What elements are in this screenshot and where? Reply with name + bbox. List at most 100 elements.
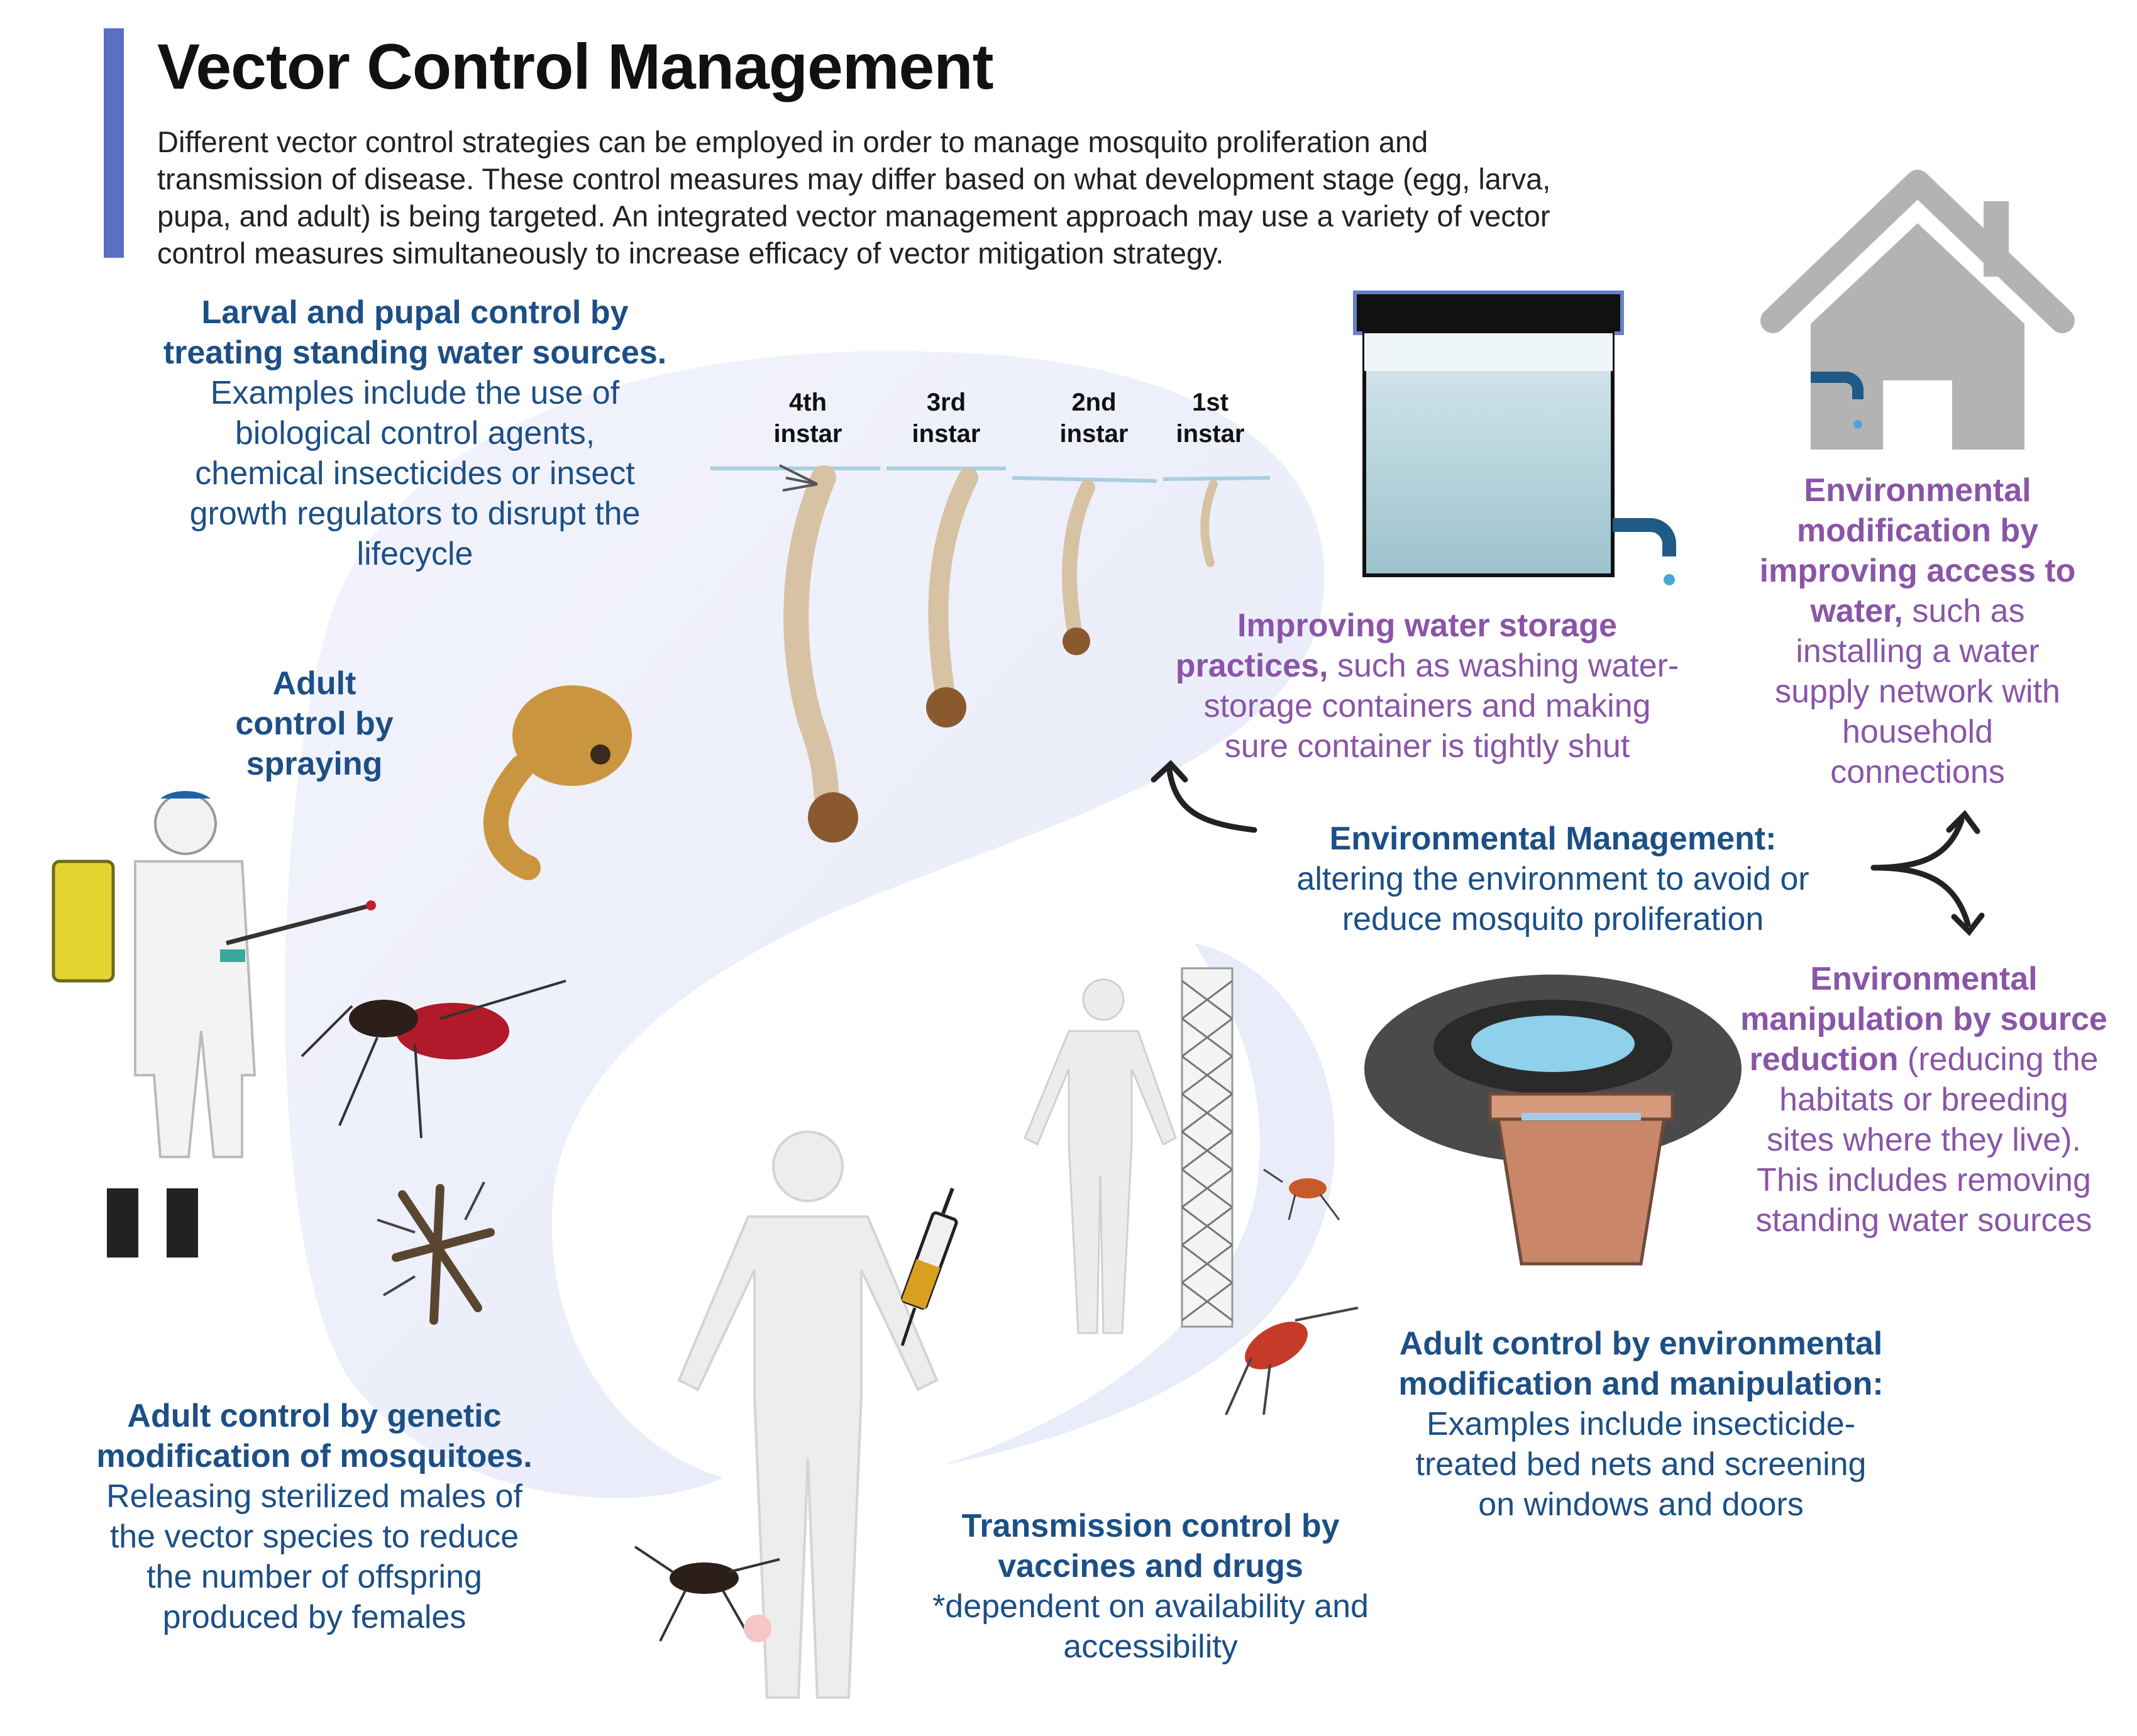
water-access-body-line: installing a water [1796,633,2040,670]
adult-env-body-line: treated bed nets and screening [1415,1446,1867,1483]
mosquito-small [1263,1168,1340,1220]
intro-line: transmission of disease. These control m… [157,162,1551,196]
larva-3rd-instar [886,467,1006,727]
water-storage-container [1353,290,1676,585]
lifecycle-swirl-tail [943,943,1335,1465]
instar-number: 2nd [1071,389,1117,416]
larval-control-block: Larval and pupal control by treating sta… [145,292,685,574]
instar-label-2nd: 2nd instar [1053,387,1135,450]
mosquito-blood-fed [301,980,566,1139]
instar-word: instar [912,420,981,448]
accent-bar [104,28,124,258]
larval-body-line: chemical insecticides or insect [195,455,635,492]
genetic-control-block: Adult control by genetic modification of… [50,1396,578,1637]
instar-word: instar [773,420,842,448]
adult-env-body-line: Examples include insecticide- [1426,1406,1856,1442]
house [1760,170,2075,450]
env-management-body-line: altering the environment to avoid or [1296,861,1809,897]
transmission-body-line: accessibility [1063,1628,1238,1665]
intro-line: Different vector control strategies can … [157,125,1428,158]
env-management-heading: Environmental Management: [1329,821,1777,857]
adult-env-heading-line: modification and manipulation: [1398,1366,1884,1402]
larval-body-line: biological control agents, [235,415,595,451]
genetic-body-line: Releasing sterilized males of [106,1478,522,1515]
source-reduction-body-line: This includes removing [1757,1162,2091,1198]
water-access-line-4: water, such as [1729,591,2106,631]
source-reduction-heading-line: manipulation by source [1740,1001,2107,1037]
water-storage-bold: practices, [1175,648,1328,684]
water-storage-body-line: storage containers and making [1203,688,1651,724]
person-large [677,1131,939,1699]
instar-label-3rd: 3rd instar [905,387,987,450]
water-access-block: Environmental modification by improving … [1729,470,2106,792]
water-storage-body-line: sure container is tightly shut [1224,728,1630,765]
mosquito-on-leg [634,1545,780,1642]
source-reduction-block: Environmental manipulation by source red… [1716,959,2131,1241]
water-access-bold: water, [1810,593,1903,629]
syringe-icon [900,1187,958,1346]
genetic-body-line: produced by females [162,1599,467,1635]
bed-net [1181,967,1234,1328]
genetic-heading-line: Adult control by genetic [127,1398,502,1434]
pupa [483,685,632,880]
env-management-body-line: reduce mosquito proliferation [1342,901,1764,937]
instar-word: instar [1176,420,1245,448]
larval-body-line: Examples include the use of [210,375,620,411]
larva-2nd-instar [1012,476,1157,655]
water-access-body-line: supply network with [1775,673,2060,710]
transmission-body-line: *dependent on availability and [932,1588,1369,1625]
water-storage-block: Improving water storage practices, such … [1144,605,1710,766]
instar-number: 4th [789,389,827,416]
intro-paragraph: Different vector control strategies can … [157,123,1792,272]
water-access-heading-line: modification by [1796,512,2039,549]
spraying-worker [52,791,376,1258]
water-access-body-line: household [1842,714,1993,750]
instar-number: 1st [1192,389,1229,416]
mosquito-on-arm [1225,1307,1359,1415]
spraying-line: spraying [246,746,383,782]
transmission-heading-line: Transmission control by [961,1508,1340,1544]
transmission-control-block: Transmission control by vaccines and dru… [893,1506,1408,1667]
instar-number: 3rd [926,389,966,416]
water-access-heading-line: Environmental [1804,472,2031,509]
mosquito-pair [377,1181,495,1325]
intro-line: control measures simultaneously to incre… [157,236,1224,270]
person-behind-net [1024,978,1177,1334]
larval-body-line: lifecycle [356,536,473,572]
instar-label-1st: 1st instar [1169,387,1251,450]
genetic-body-line: the vector species to reduce [109,1518,519,1555]
adult-env-body-line: on windows and doors [1478,1486,1804,1523]
instar-word: instar [1059,420,1129,448]
source-reduction-heading-line: Environmental [1810,961,2038,997]
water-storage-rest: such as washing water- [1328,648,1679,684]
larval-heading-line: treating standing water sources. [163,334,667,371]
page-title: Vector Control Management [157,31,994,102]
source-reduction-rest: (reducing the [1898,1041,2099,1078]
arrows [1151,760,1985,936]
larval-heading-line: Larval and pupal control by [201,294,629,331]
source-reduction-body-line: sites where they live). [1767,1122,2081,1158]
spraying-line: Adult [272,665,356,702]
genetic-heading-line: modification of mosquitoes. [96,1438,533,1474]
water-access-body-line: connections [1830,754,2005,790]
tire-and-pot [1364,975,1742,1266]
larva-4th-instar [710,464,880,843]
water-storage-line-2: practices, such as washing water- [1144,646,1710,686]
env-management-block: Environmental Management: altering the e… [1251,819,1855,939]
larval-body-line: growth regulators to disrupt the [189,495,641,532]
source-reduction-bold: reduction [1749,1041,1899,1078]
genetic-body-line: the number of offspring [146,1559,482,1595]
water-storage-heading: Improving water storage [1237,607,1617,644]
source-reduction-body-line: habitats or breeding [1779,1081,2068,1118]
spraying-line: control by [235,705,394,742]
source-reduction-body-line: standing water sources [1755,1202,2092,1239]
instar-label-4th: 4th instar [767,387,849,450]
adult-env-heading-line: Adult control by environmental [1399,1325,1883,1362]
water-access-rest: such as [1902,593,2025,629]
transmission-heading-line: vaccines and drugs [998,1548,1303,1584]
water-access-heading-line: improving access to [1759,553,2076,589]
source-reduction-line-3: reduction (reducing the [1716,1039,2131,1080]
larva-1st-instar [1162,476,1271,567]
spraying-block: Adult control by spraying [207,663,421,784]
